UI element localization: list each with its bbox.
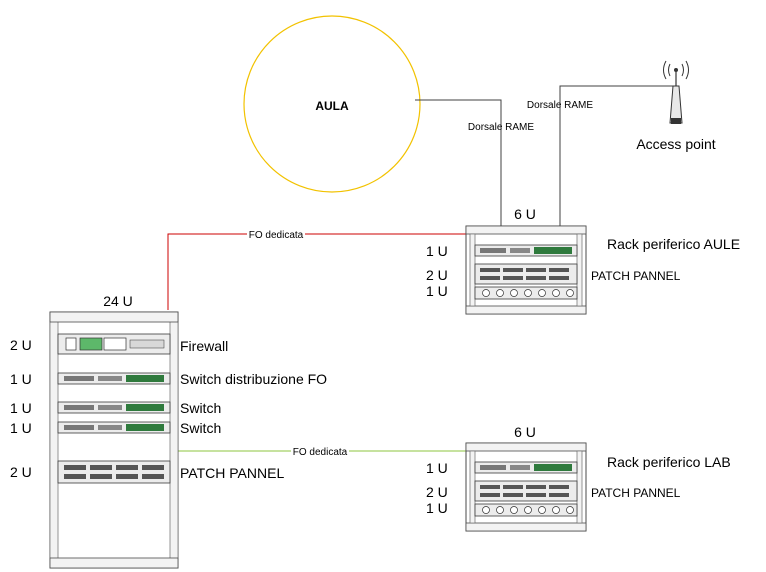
main-device-units-0: 2 U [10, 337, 32, 353]
rack-aule-switch [474, 244, 578, 257]
main-device-label-4: PATCH PANNEL [180, 465, 284, 481]
firewall-device [57, 333, 171, 355]
access-point-label: Access point [636, 136, 715, 152]
rack-aule: 6 U [465, 206, 587, 315]
main-device-units-1: 1 U [10, 371, 32, 387]
rack-aule-units: 6 U [514, 206, 536, 222]
main-device-units-2: 1 U [10, 400, 32, 416]
ap-copper-label: Dorsale RAME [527, 100, 593, 111]
rack-aule-units-1: 2 U [426, 267, 448, 283]
rack-lab-units-1: 2 U [426, 484, 448, 500]
main-rack: 24 U [49, 293, 179, 569]
main-device-units-4: 2 U [10, 464, 32, 480]
rack-lab-units: 6 U [514, 424, 536, 440]
switch-device-2 [57, 421, 171, 434]
switch-distribuzione-fo-device [57, 372, 171, 385]
rack-lab-units-0: 1 U [426, 460, 448, 476]
rack-aule-units-0: 1 U [426, 243, 448, 259]
main-device-label-2: Switch [180, 400, 221, 416]
rack-lab-switch [474, 461, 578, 474]
rack-aule-fan-panel [474, 286, 578, 300]
main-device-units-3: 1 U [10, 420, 32, 436]
switch-device-1 [57, 401, 171, 414]
aula-circle [243, 15, 421, 193]
rack-lab-patch-panel [474, 480, 578, 502]
aula-label: AULA [315, 99, 349, 113]
main-device-label-0: Firewall [180, 338, 228, 354]
main-device-label-3: Switch [180, 420, 221, 436]
fo-aule-line [167, 233, 466, 310]
fo-aule-label: FO dedicata [249, 230, 304, 241]
rack-aule-patch-panel [474, 263, 578, 285]
patch-panel-device [57, 460, 171, 484]
access-point-icon [663, 60, 689, 124]
rack-lab-title: Rack periferico LAB [607, 454, 731, 470]
main-rack-left-rail [49, 315, 59, 569]
rack-aule-units-2: 1 U [426, 283, 448, 299]
rack-lab-fan-panel [474, 503, 578, 517]
rack-lab: 6 U [465, 424, 587, 532]
main-rack-units: 24 U [103, 293, 133, 309]
rack-aule-patch-label: PATCH PANNEL [591, 269, 681, 283]
aula-copper-line [415, 99, 502, 226]
aula-copper-label: Dorsale RAME [468, 122, 534, 133]
rack-aule-title: Rack periferico AULE [607, 236, 740, 252]
main-rack-right-rail [169, 315, 179, 569]
rack-lab-patch-label: PATCH PANNEL [591, 486, 681, 500]
main-device-label-1: Switch distribuzione FO [180, 371, 327, 387]
rack-lab-units-2: 1 U [426, 500, 448, 516]
fo-lab-label: FO dedicata [293, 447, 348, 458]
